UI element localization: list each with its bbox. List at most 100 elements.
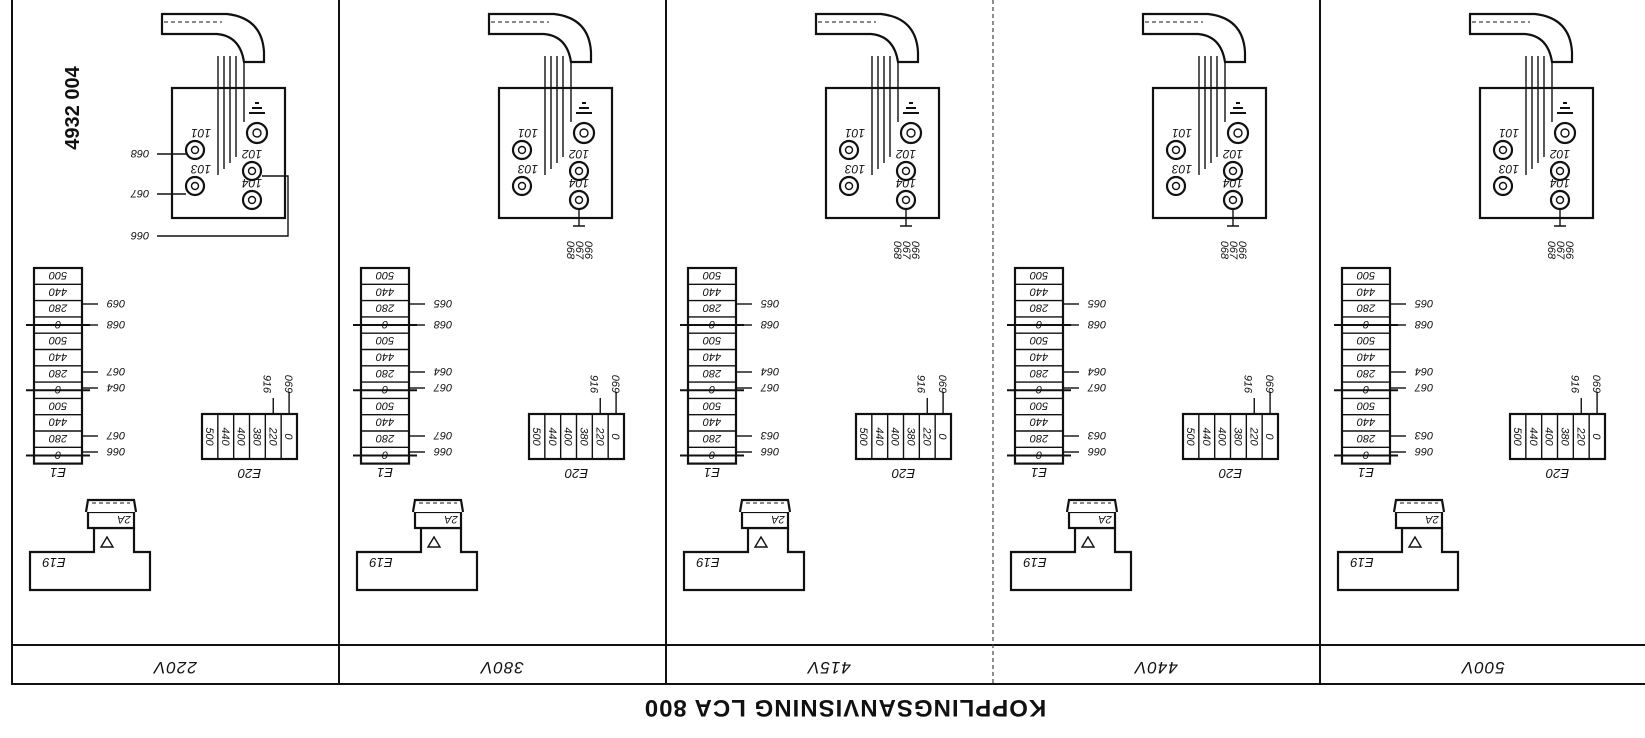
e1-cell-label: 500 [1029, 334, 1048, 346]
e20-cell-label: 220 [1247, 426, 1259, 446]
e1-wire-label: 067 [1087, 381, 1106, 393]
e1-strip: 500440280050044028005004402800E106606706… [353, 266, 452, 480]
e1-cell-label: 500 [375, 399, 394, 411]
e1-cell-label: 0 [1035, 448, 1042, 460]
terminal-screw [1498, 145, 1508, 155]
terminal-label: 102 [242, 147, 262, 161]
terminal-label: 101 [518, 126, 538, 140]
e1-wire-label: 067 [433, 429, 452, 441]
earth-terminal [899, 121, 923, 145]
e20-cell-label: 380 [904, 427, 916, 446]
e1-cell-label: 0 [708, 318, 715, 330]
terminal-wire-label: 066 [130, 229, 149, 241]
terminal-102 [241, 160, 263, 182]
terminal-102 [568, 160, 590, 182]
e1-cell-label: 0 [708, 448, 715, 460]
e20-wire-label: 069 [1590, 375, 1602, 393]
e20-tag: E20 [1218, 466, 1242, 481]
e1-wire-label: 063 [1414, 429, 1433, 441]
earth-terminal [1553, 121, 1577, 145]
triangle-warning-icon [426, 535, 442, 548]
terminal-screw [901, 166, 911, 176]
earth-icon [1557, 102, 1573, 114]
e1-cell-label: 440 [702, 416, 721, 428]
terminal-wire-bundle [1554, 209, 1566, 227]
terminal-103 [838, 175, 860, 197]
e1-cell-label: 280 [48, 367, 68, 379]
e1-cell-label: 500 [48, 399, 67, 411]
e19-knob-label: 2A [1098, 513, 1112, 525]
e1-cell-label: 0 [1035, 318, 1042, 330]
earth-icon [903, 102, 919, 114]
e1-wire-label: 064 [107, 381, 125, 393]
e20-wire-label: 069 [936, 375, 948, 393]
e1-cell-label: 500 [1356, 399, 1375, 411]
e20-cell-label: 0 [1590, 433, 1602, 440]
e1-cell-label: 440 [1356, 351, 1375, 363]
e1-cell-label: 500 [48, 269, 67, 281]
e1-cell-label: 440 [1029, 285, 1048, 297]
terminal-wire-label: 067 [130, 187, 149, 199]
e19-body [682, 526, 806, 592]
terminal-101 [1492, 139, 1514, 161]
terminal-screw [190, 145, 200, 155]
e20-cell-label: 220 [266, 426, 278, 446]
voltage-label: 380V [479, 658, 523, 677]
terminal-label: 104 [242, 176, 262, 190]
terminal-wire-bundle [1227, 209, 1239, 227]
terminal-104 [241, 189, 263, 211]
e19-knob-label: 2A [117, 513, 131, 525]
e1-cell-label: 440 [375, 416, 394, 428]
e19-knob-cap [84, 498, 138, 513]
e1-cell-label: 440 [1356, 416, 1375, 428]
e1-cell-label: 500 [702, 269, 721, 281]
e1-cell-label: 280 [375, 302, 395, 314]
triangle-warning-icon [99, 535, 115, 548]
e20-cell-label: 500 [1511, 427, 1523, 446]
e1-wire-label: 064 [1088, 365, 1106, 377]
terminal-label: 103 [845, 162, 865, 176]
terminal-wire-bundle [573, 209, 585, 227]
e1-cell-label: 500 [1029, 399, 1048, 411]
e20-cell-label: 380 [1231, 427, 1243, 446]
triangle-warning-icon [1080, 535, 1096, 548]
earth-terminal-center [252, 128, 262, 138]
terminal-screw [1171, 181, 1181, 191]
earth-terminal-center [579, 128, 589, 138]
e20-tag: E20 [1545, 466, 1569, 481]
e1-cell-label: 0 [1362, 318, 1369, 330]
e19-body [1336, 526, 1460, 592]
e1-tag: E1 [1358, 465, 1374, 480]
e20-cell-label: 500 [203, 427, 215, 446]
panel-415v: 415V101102103104068067066500440280050044… [665, 0, 953, 684]
e20-cell-label: 440 [546, 427, 558, 446]
e20-cell-label: 380 [577, 427, 589, 446]
terminal-101 [511, 139, 533, 161]
e1-wire-label: 064 [434, 365, 452, 377]
terminal-label: 101 [845, 126, 865, 140]
e1-cell-label: 500 [375, 269, 394, 281]
terminal-screw [247, 166, 257, 176]
e19-knob-cap [1065, 498, 1119, 513]
cable-bend [487, 12, 593, 64]
e20-cell-label: 440 [1527, 427, 1539, 446]
e1-cell-label: 500 [702, 334, 721, 346]
terminal-wire-label: 066 [1563, 241, 1575, 260]
terminal-label: 101 [1499, 126, 1519, 140]
e20-cell-label: 380 [250, 427, 262, 446]
e20-cell-label: 400 [1543, 427, 1555, 446]
earth-icon [1230, 102, 1246, 114]
voltage-label: 500V [1460, 658, 1504, 677]
e20-wire-label: 916 [1568, 375, 1580, 394]
e1-cell-label: 440 [375, 351, 394, 363]
terminal-wire-label: 068 [130, 147, 149, 159]
frame-outline [11, 0, 1645, 685]
e1-cell-label: 280 [702, 302, 722, 314]
earth-terminal-center [1560, 128, 1570, 138]
terminal-wire-label: 066 [909, 241, 921, 260]
earth-icon [249, 102, 265, 114]
e19-knob-cap [1392, 498, 1446, 513]
